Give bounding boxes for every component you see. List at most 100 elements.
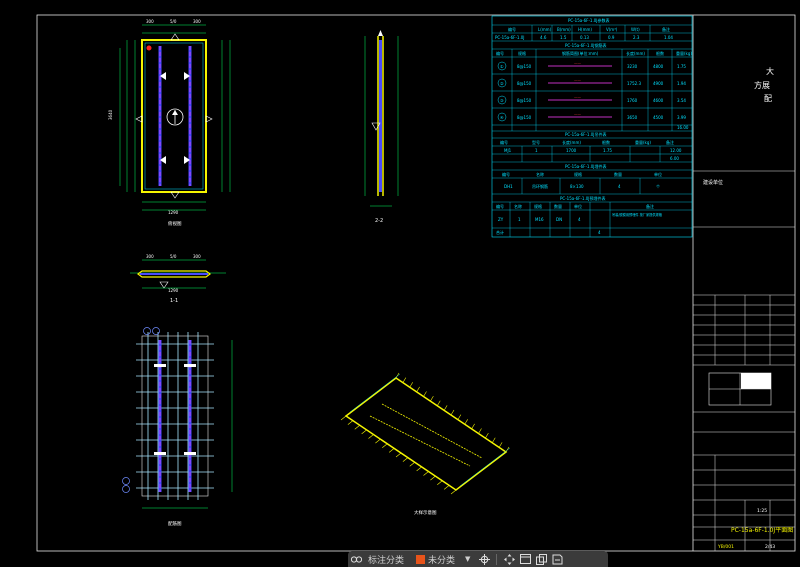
category-current: 未分类 [428,555,456,566]
svg-text:2.3: 2.3 [633,35,640,40]
plan-view[interactable] [135,33,213,199]
svg-text:4.6: 4.6 [540,35,547,40]
svg-text:1700: 1700 [566,148,577,153]
svg-text:个: 个 [656,184,660,189]
svg-text:4600: 4600 [653,98,664,103]
svg-text:——: —— [574,61,582,65]
svg-text:重量(kg): 重量(kg) [676,50,692,56]
plan-view-label: 俯视图 [168,220,182,227]
section-1-1[interactable] [130,259,226,289]
iso-rebar-tick [354,425,360,430]
svg-text:——: —— [574,78,582,82]
svg-text:①: ① [500,64,504,69]
svg-text:300: 300 [193,19,201,24]
table2-title: PC-15a-6F-1.0J钢筋表 [565,42,606,48]
svg-text:300: 300 [193,254,201,259]
iso-rebar-tick [437,480,443,485]
iso-view[interactable] [340,372,511,495]
key-plan [708,372,772,406]
title-side-text: 大 方展 配 [754,66,774,103]
svg-text:8@150: 8@150 [517,115,532,120]
table1-title: PC-15a-6F-1.0J参数表 [568,17,609,23]
category-select[interactable]: 未分类 ▼ [408,553,476,566]
svg-text:16.00: 16.00 [677,125,689,130]
iso-rebar-tick [409,462,415,467]
iso-rebar-tick [471,423,475,430]
export-icon[interactable] [549,551,565,567]
table4-title: PC-15a-6F-1.0J埋件表 [565,163,606,169]
iso-rebar-tick [409,382,414,388]
iso-rebar-tick [430,395,434,402]
svg-text:3640: 3640 [108,109,113,120]
layer-label: 标注分类 [368,555,405,566]
svg-text:ZY: ZY [498,217,504,222]
svg-text:3.99: 3.99 [677,115,686,120]
svg-text:1290: 1290 [168,288,179,293]
svg-text:1: 1 [518,217,521,222]
iso-rebar-tick [443,405,448,411]
svg-text:编号: 编号 [508,26,516,32]
iso-rebar-tick [457,414,462,420]
svg-text:规格: 规格 [534,203,542,209]
svg-text:1.75: 1.75 [677,64,686,69]
svg-text:备注: 备注 [646,203,654,209]
svg-text:编号: 编号 [500,139,508,145]
svg-text:大: 大 [766,66,774,76]
svg-text:1.5: 1.5 [560,35,567,40]
svg-text:长度(mm): 长度(mm) [562,139,581,145]
iso-rebar-tick [443,485,450,490]
copy-icon[interactable] [533,551,549,567]
svg-text:钢筋简图(单位:mm): 钢筋简图(单位:mm) [562,50,599,56]
svg-text:编号: 编号 [496,203,504,209]
svg-text:4: 4 [578,217,581,222]
svg-text:1752.3: 1752.3 [627,81,641,86]
section-2-2[interactable] [371,30,384,196]
section-2-2-label: 2-2 [375,218,383,224]
svg-text:0.13: 0.13 [580,35,589,40]
pan-icon[interactable] [501,551,517,567]
iso-rebar-tick [423,391,427,397]
svg-text:0.9: 0.9 [608,35,615,40]
rebar-view[interactable] [122,327,233,509]
schedule-tables[interactable]: PC-15a-6F-1.0J参数表 编号 L(mm) B(mm) H(mm) V… [491,15,692,238]
sheet-number: 2/43 [765,544,775,550]
sheet-border [36,14,796,552]
section-2-2-dims [364,36,399,207]
svg-text:名称: 名称 [536,171,544,177]
iso-rebar-tick [388,448,395,453]
section-1-1-label: 1-1 [170,298,178,304]
iso-rebar-tick [395,452,402,458]
svg-text:3230: 3230 [627,64,638,69]
svg-text:数量: 数量 [554,203,562,209]
svg-text:5/0: 5/0 [170,19,177,24]
snap-icon[interactable] [476,551,492,567]
svg-text:1.04: 1.04 [664,35,673,40]
number-label: YB/001 [717,544,734,550]
svg-text:1760: 1760 [627,98,638,103]
iso-rebar-tick [478,428,482,434]
svg-text:单位: 单位 [654,171,662,177]
annotation-icon[interactable] [348,551,364,567]
svg-text:4900: 4900 [653,81,664,86]
svg-text:8@150: 8@150 [517,98,532,103]
svg-text:3.54: 3.54 [677,98,686,103]
svg-text:4800: 4800 [653,64,664,69]
rebar-view-label: 配筋图 [168,520,182,527]
svg-text:根数: 根数 [602,139,610,145]
svg-text:3650: 3650 [627,115,638,120]
svg-text:单位: 单位 [574,203,582,209]
svg-text:④: ④ [500,115,504,120]
svg-text:H(mm): H(mm) [578,27,592,32]
toolbar-divider [496,553,498,565]
client-label: 建设单位 [703,179,723,186]
iso-rebar-tick [347,420,354,425]
svg-text:编号: 编号 [502,171,510,177]
svg-text:方展: 方展 [754,80,770,90]
svg-text:规格: 规格 [574,171,582,177]
window-icon[interactable] [517,551,533,567]
iso-rebar-tick [450,409,455,416]
iso-rebar-tick [423,471,429,476]
